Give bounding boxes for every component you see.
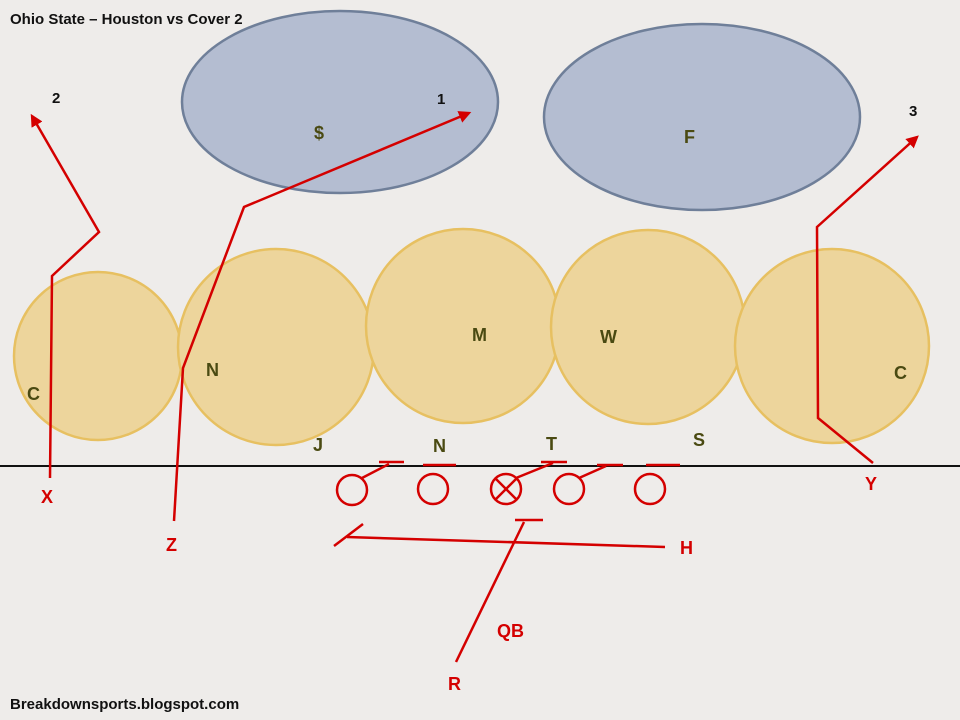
under-zone-4 <box>549 228 747 426</box>
offense-label-x: X <box>41 487 53 507</box>
route-y <box>815 135 919 464</box>
diagram-title: Ohio State – Houston vs Cover 2 <box>10 11 243 28</box>
lineman-rg <box>552 472 586 506</box>
routes <box>30 111 919 663</box>
deep-zone-label-right: F <box>684 127 695 147</box>
block-rg <box>578 464 607 480</box>
under-zone-label-4: W <box>600 327 617 347</box>
offensive-line <box>335 460 680 507</box>
deep-zones: $ F <box>180 9 862 212</box>
read-number-3: 3 <box>909 103 917 120</box>
route-x <box>30 113 101 479</box>
route-r <box>454 521 526 663</box>
under-zone-label-5: C <box>894 363 907 383</box>
route-h-stop <box>333 523 364 547</box>
footer-credit: Breakdownsports.blogspot.com <box>10 696 239 713</box>
front-defender-2: N <box>433 436 446 456</box>
under-zones <box>12 227 931 447</box>
route-z <box>172 111 472 522</box>
lineman-lg <box>416 472 450 506</box>
under-zone-label-2: N <box>206 360 219 380</box>
under-zone-5 <box>733 247 931 445</box>
block-center <box>515 461 554 480</box>
route-h <box>346 535 666 549</box>
lineman-rt <box>633 472 667 506</box>
lineman-center <box>489 472 523 506</box>
offense-label-z: Z <box>166 535 177 555</box>
lineman-lt <box>335 473 369 507</box>
offense-label-r: R <box>448 674 461 694</box>
deep-zone-right <box>542 22 862 212</box>
under-zone-2 <box>176 247 376 447</box>
under-zone-label-1: C <box>27 384 40 404</box>
deep-zone-left <box>180 9 500 195</box>
under-zone-label-3: M <box>472 325 487 345</box>
read-number-2: 2 <box>52 90 60 107</box>
offense-label-h: H <box>680 538 693 558</box>
front-defender-3: T <box>546 434 557 454</box>
offense-label-qb: QB <box>497 621 524 641</box>
center-x-2 <box>495 478 517 500</box>
block-lt <box>361 462 390 480</box>
deep-zone-label-left: $ <box>314 123 324 143</box>
front-defender-4: S <box>693 430 705 450</box>
offense-label-y: Y <box>865 474 877 494</box>
under-zone-1 <box>12 270 184 442</box>
read-number-1: 1 <box>437 91 445 108</box>
front-defender-1: J <box>313 435 323 455</box>
under-zone-3 <box>364 227 562 425</box>
